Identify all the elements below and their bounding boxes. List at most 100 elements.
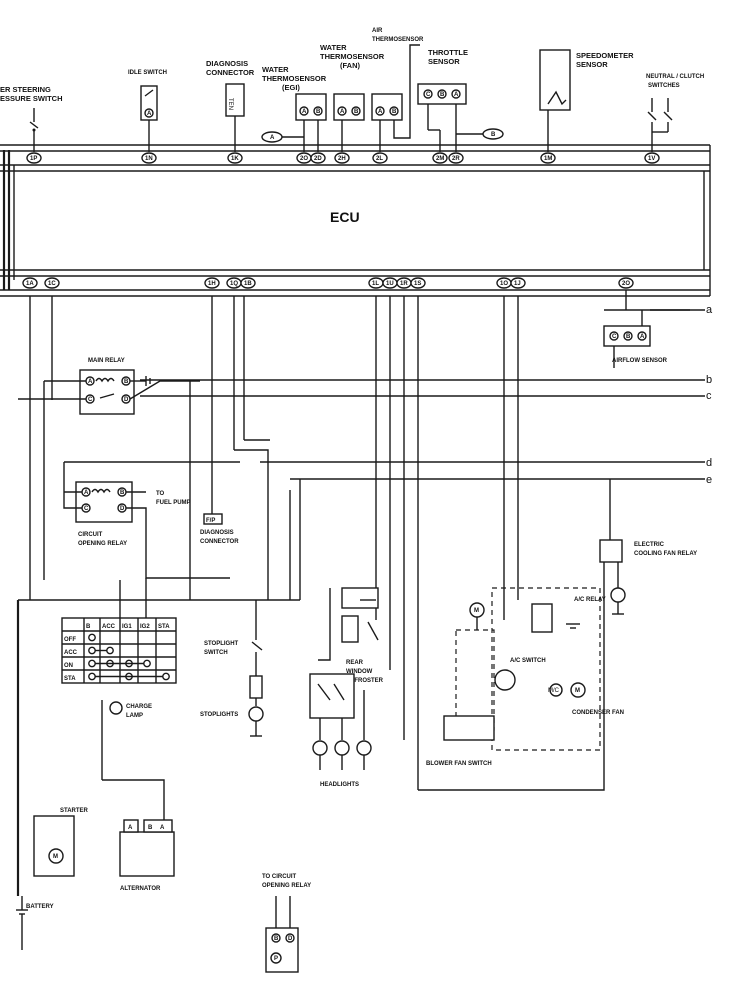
ecu-pin-1s: 1S <box>410 277 426 289</box>
ecu-pin-2h: 2H <box>334 152 350 164</box>
ecu-label: ECU <box>330 209 360 225</box>
ecu-pin-2l: 2L <box>372 152 388 164</box>
ecu-pin-1r: 1R <box>396 277 412 289</box>
svg-text:A: A <box>128 825 133 831</box>
ecu-pin-1l: 1L <box>368 277 384 289</box>
ecu-drop-wires <box>29 296 519 790</box>
svg-text:1U: 1U <box>386 281 394 287</box>
svg-text:C: C <box>84 506 89 512</box>
bottom-connector-pins: 1A 1C 1H 1Q 1B 1L 1U 1R 1S 1O 1J 2O <box>22 277 634 289</box>
ecu-pin-1a: 1A <box>22 277 38 289</box>
headlights: HEADLIGHTS <box>309 673 372 788</box>
ecu-pin-1k: 1K <box>227 152 243 164</box>
svg-text:1L: 1L <box>372 281 379 287</box>
svg-text:A: A <box>84 490 89 496</box>
svg-text:BATTERY: BATTERY <box>26 904 54 910</box>
svg-text:B: B <box>392 109 397 115</box>
ecu-pin-1c: 1C <box>44 277 60 289</box>
svg-text:F/P: F/P <box>206 518 215 524</box>
svg-text:2O: 2O <box>300 156 308 162</box>
ign-row-label: STA <box>64 676 76 682</box>
ac-blower-section: M M A/C RELAY A/C SWITCH M/C CONDENSER F… <box>426 587 624 767</box>
svg-text:1H: 1H <box>208 281 216 287</box>
svg-text:1P: 1P <box>30 156 37 162</box>
ecu-pin-1h: 1H <box>204 277 220 289</box>
ign-header: IG2 <box>140 624 150 630</box>
svg-text:2L: 2L <box>376 156 383 162</box>
svg-text:A/C RELAY: A/C RELAY <box>574 597 606 603</box>
svg-text:1B: 1B <box>244 281 252 287</box>
svg-text:HEADLIGHTS: HEADLIGHTS <box>320 782 359 788</box>
svg-text:C: C <box>426 92 431 98</box>
ecu-pin-2d: 2D <box>310 152 326 164</box>
ecu-pin-1v: 1V <box>644 152 660 164</box>
ignition-wires <box>18 479 301 618</box>
svg-text:1C: 1C <box>48 281 56 287</box>
svg-text:1R: 1R <box>400 281 408 287</box>
svg-text:CONDENSER FAN: CONDENSER FAN <box>572 710 624 716</box>
ecu-pin-2o: 2O <box>296 152 312 164</box>
svg-text:2O: 2O <box>622 281 630 287</box>
svg-text:1M: 1M <box>544 156 552 162</box>
ecu-pin-1m: 1M <box>540 152 556 164</box>
ecu-pin-2r: 2R <box>448 152 464 164</box>
ecu-pin-1n: 1N <box>141 152 157 164</box>
ecu-pin-2o: 2O <box>618 277 634 289</box>
ign-row-label: ACC <box>64 650 78 656</box>
svg-text:B: B <box>491 132 496 138</box>
svg-text:2D: 2D <box>314 156 322 162</box>
ecu-pin-1o: 1O <box>496 277 512 289</box>
svg-text:M: M <box>53 854 58 860</box>
edge-d: d <box>706 457 712 469</box>
svg-text:B: B <box>354 109 359 115</box>
ign-header: STA <box>158 624 170 630</box>
svg-text:2H: 2H <box>338 156 346 162</box>
edge-b: b <box>706 374 712 386</box>
ign-header: IG1 <box>122 624 132 630</box>
svg-text:MAIN RELAY: MAIN RELAY <box>88 358 125 364</box>
svg-text:2M: 2M <box>436 156 444 162</box>
svg-text:1J: 1J <box>514 281 521 287</box>
svg-text:A: A <box>302 109 307 115</box>
ign-header: ACC <box>102 624 116 630</box>
svg-text:B: B <box>274 936 279 942</box>
ign-header: B <box>86 624 91 630</box>
svg-text:B: B <box>440 92 445 98</box>
ecu-block: ECU <box>0 144 711 297</box>
svg-text:BLOWER FAN SWITCH: BLOWER FAN SWITCH <box>426 761 492 767</box>
svg-text:M: M <box>474 608 479 614</box>
svg-text:1S: 1S <box>414 281 421 287</box>
svg-text:A: A <box>147 111 152 117</box>
svg-text:1Q: 1Q <box>230 281 238 287</box>
svg-text:A/C SWITCH: A/C SWITCH <box>510 658 546 664</box>
svg-text:B: B <box>316 109 321 115</box>
svg-text:1V: 1V <box>648 156 655 162</box>
svg-text:AIRFLOW SENSOR: AIRFLOW SENSOR <box>612 358 668 364</box>
svg-text:C: C <box>88 397 93 403</box>
connector-b-oval: B <box>482 128 504 140</box>
ecu-pin-2m: 2M <box>432 152 448 164</box>
svg-text:A: A <box>454 92 459 98</box>
svg-text:1O: 1O <box>500 281 508 287</box>
svg-text:TEN: TEN <box>227 98 233 110</box>
svg-text:STARTER: STARTER <box>60 808 89 814</box>
